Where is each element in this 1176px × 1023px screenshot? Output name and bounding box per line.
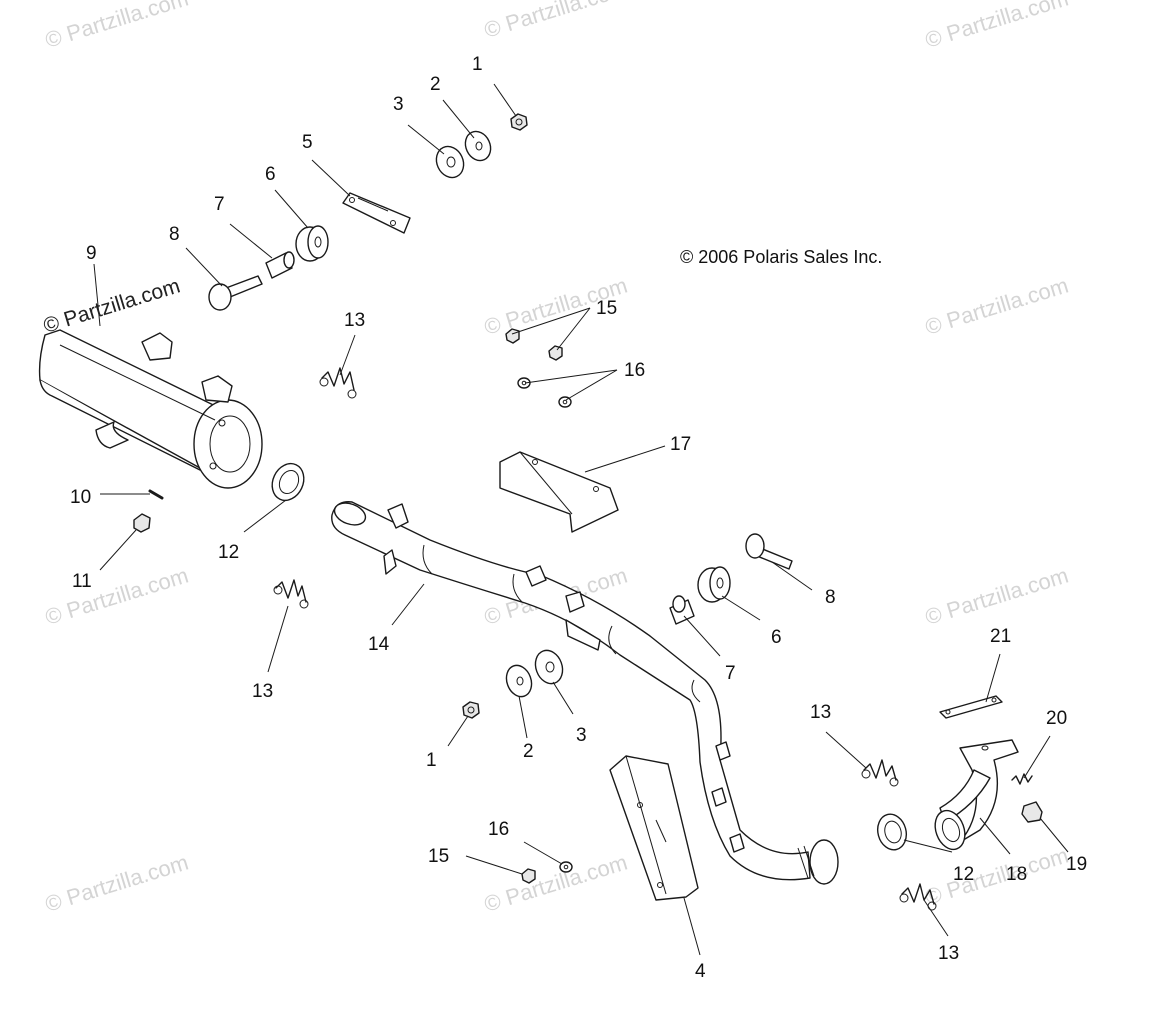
part-1-nut-top [510,113,528,131]
part-10-pin [148,489,164,500]
callout-c5: 5 [302,132,313,153]
callout-c15-bottom: 15 [428,846,449,867]
callout-c6-right: 6 [771,627,782,648]
part-14-head-pipe [331,501,839,885]
callout-c16-bottom: 16 [488,819,509,840]
part-6-grommet-right [697,566,731,603]
part-5-bracket [342,192,411,234]
callout-c8-right: 8 [825,587,836,608]
callout-c20: 20 [1046,708,1067,729]
part-7-spacer-right [669,595,695,625]
callout-c1-top: 1 [472,54,483,75]
callout-c16-top: 16 [624,360,645,381]
callout-c11: 11 [72,571,92,592]
callout-c8-top: 8 [169,224,180,245]
part-12-gasket-left [271,462,305,502]
part-16-washer-top [517,377,572,408]
watermark: © Partzilla.com [42,850,191,917]
callout-c13-b: 13 [252,681,273,702]
watermark: © Partzilla.com [922,843,1071,910]
callout-c4: 4 [695,961,706,982]
callout-c2-bottom: 2 [523,741,534,762]
part-3-washer-bottom [534,649,564,685]
leader-lines [93,83,1069,956]
part-3-washer-top [435,145,465,179]
part-7-spacer-top [265,251,295,279]
callout-c2-top: 2 [430,74,441,95]
copyright-notice: © 2006 Polaris Sales Inc. [680,247,882,267]
part-18-elbow-pipe [934,739,1019,851]
watermark-prominent: © Partzilla.com [41,274,183,337]
part-21-gasket [939,695,1003,719]
part-2-washer-bottom [505,664,533,698]
part-16-washer-bottom [559,861,573,873]
callout-c14: 14 [368,634,390,655]
part-8-bolt-right [745,533,793,570]
watermark: © Partzilla.com [922,563,1071,630]
callout-c19: 19 [1066,854,1087,875]
watermark: © Partzilla.com [922,273,1071,340]
callout-labels: 1 2 3 5 6 7 8 9 13 15 16 17 10 12 11 13 … [70,54,1087,982]
callout-c3-bottom: 3 [576,725,587,746]
callout-c10: 10 [70,487,91,508]
watermark: © Partzilla.com [42,563,191,630]
watermark: © Partzilla.com [481,0,630,43]
part-19-nut [1021,801,1043,823]
part-15-bolt-bottom [521,868,536,884]
part-9-muffler [38,329,263,489]
callout-c13-a: 13 [344,310,365,331]
callout-c9: 9 [86,243,97,264]
callout-c18: 18 [1006,864,1027,885]
callout-c7-top: 7 [214,194,225,215]
callout-c15-top: 15 [596,298,617,319]
part-13-spring-c [861,759,899,787]
part-12-gasket-right [876,813,908,851]
watermark: © Partzilla.com [922,0,1071,53]
part-2-washer-top [464,130,492,162]
part-13-spring-b [273,579,309,609]
part-13-spring-a [319,367,357,399]
callout-c21: 21 [990,626,1011,647]
callout-c13-c: 13 [810,702,831,723]
callout-c6-top: 6 [265,164,276,185]
callout-c13-d: 13 [938,943,959,964]
watermark: © Partzilla.com [481,850,630,917]
part-6-grommet-top [295,225,329,262]
callout-c12-left: 12 [218,542,239,563]
callout-c12-right: 12 [953,864,974,885]
part-1-nut-bottom [462,701,480,719]
callout-c3-top: 3 [393,94,404,115]
callout-c17: 17 [670,434,691,455]
watermark: © Partzilla.com [42,0,191,53]
part-11-screw [133,513,151,533]
callout-c1-bottom: 1 [426,750,437,771]
part-20-spring [1011,773,1033,785]
part-4-heat-shield [609,755,699,901]
part-17-heat-shield [499,451,619,533]
callout-c7-right: 7 [725,663,736,684]
